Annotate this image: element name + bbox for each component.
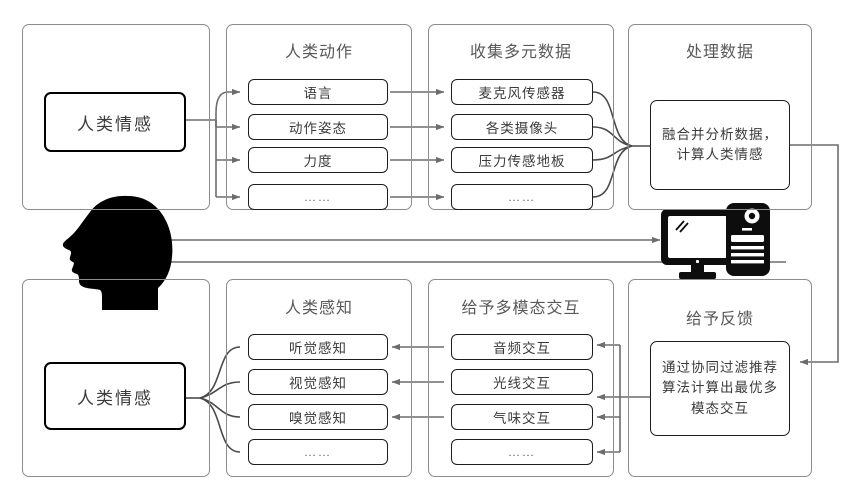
connector-interaction-to-perception <box>391 343 444 421</box>
panel-process-data <box>628 24 812 210</box>
desktop-computer-icon <box>661 203 770 279</box>
connector-process-to-feedback <box>790 144 839 366</box>
feedback-box-line-1: 通过协同过滤推荐 <box>662 360 778 376</box>
collect-item-0[interactable]: 麦克风传感器 <box>451 79 593 105</box>
interaction-item-0[interactable]: 音频交互 <box>451 334 593 360</box>
panel-process-data-title: 处理数据 <box>685 44 754 61</box>
action-item-2[interactable]: 力度 <box>248 147 388 173</box>
feedback-box-line-3: 模态交互 <box>691 400 749 416</box>
interaction-item-1[interactable]: 光线交互 <box>451 369 593 395</box>
interaction-item-2[interactable]: 气味交互 <box>451 404 593 430</box>
interaction-item-3[interactable]: …… <box>451 439 593 465</box>
panel-human-action-title: 人类动作 <box>284 44 353 61</box>
panel-collect-data-title: 收集多元数据 <box>469 44 572 61</box>
perception-item-2[interactable]: 嗅觉感知 <box>248 404 388 430</box>
action-item-1[interactable]: 动作姿态 <box>248 114 388 140</box>
top-emotion-box[interactable]: 人类情感 <box>44 92 186 152</box>
panel-top-emotion <box>22 24 210 210</box>
connector-actions-to-collect <box>390 88 445 201</box>
panel-multimodal-interaction <box>428 279 614 477</box>
connector-emotion-to-actions <box>186 88 241 201</box>
process-box-line-1: 融合并分析数据， <box>662 126 778 142</box>
collect-item-1[interactable]: 各类摄像头 <box>451 114 593 140</box>
panel-multimodal-interaction-title: 给予多模态交互 <box>461 300 581 317</box>
panel-give-feedback-title: 给予反馈 <box>685 311 754 328</box>
action-item-3[interactable]: …… <box>248 184 388 210</box>
process-data-box[interactable]: 融合并分析数据， 计算人类情感 <box>650 100 790 190</box>
bottom-emotion-box[interactable]: 人类情感 <box>44 362 186 430</box>
connector-feedback-to-interaction <box>596 341 650 456</box>
feedback-box-line-2: 算法计算出最优多 <box>662 380 778 396</box>
perception-item-3[interactable]: …… <box>248 439 388 465</box>
collect-item-3[interactable]: …… <box>451 184 593 210</box>
give-feedback-box[interactable]: 通过协同过滤推荐 算法计算出最优多 模态交互 <box>650 341 790 436</box>
panel-human-perception <box>226 279 412 477</box>
process-box-line-2: 计算人类情感 <box>676 147 764 162</box>
action-item-0[interactable]: 语言 <box>248 79 388 105</box>
panel-human-perception-title: 人类感知 <box>284 300 353 317</box>
panel-give-feedback <box>628 279 812 477</box>
connector-collect-to-process <box>592 91 650 198</box>
panel-bottom-emotion <box>22 279 210 477</box>
perception-item-0[interactable]: 听觉感知 <box>248 334 388 360</box>
human-head-silhouette-icon <box>62 195 173 310</box>
perception-item-1[interactable]: 视觉感知 <box>248 369 388 395</box>
collect-item-2[interactable]: 压力传感地板 <box>451 147 593 173</box>
connector-perception-to-emotion <box>186 346 241 453</box>
